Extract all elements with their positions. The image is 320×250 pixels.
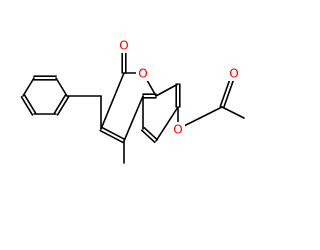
c3-c4-double-bond-second-line bbox=[101, 126, 126, 141]
ketone-oxygen-label: O bbox=[229, 67, 238, 81]
carbonyl-oxygen-atom: O bbox=[117, 38, 131, 53]
phenyl-bond-3 bbox=[23, 94, 37, 114]
ring-oxygen-label: O bbox=[138, 67, 147, 81]
phenyl-bond-4 bbox=[22, 77, 35, 97]
c3-c4-double-bond bbox=[99, 129, 124, 144]
carbonyl-oxygen-label: O bbox=[119, 39, 128, 53]
ch2-ketone-bond bbox=[199, 106, 223, 119]
ketone-oxygen-atom: O bbox=[227, 66, 241, 81]
phenyl-bond-6 bbox=[55, 77, 68, 97]
c4-c4a-bond bbox=[123, 95, 144, 142]
phenyl-bond-3-second-line bbox=[20, 96, 34, 116]
ether-oxygen-label: O bbox=[173, 123, 182, 137]
c7-c6-bond bbox=[155, 106, 179, 142]
ether-oxygen-atom: O bbox=[171, 122, 185, 137]
c8a-c8-bond bbox=[155, 83, 179, 97]
acetyl-methyl-bond bbox=[221, 106, 245, 119]
phenyl-bond-1-second-line bbox=[56, 96, 70, 116]
atom-labels: O O O O bbox=[117, 38, 241, 137]
c6-c5-bond-second-line bbox=[140, 129, 156, 144]
chemical-structure-diagram: O O O O bbox=[20, 38, 245, 164]
c6-c5-bond bbox=[143, 126, 159, 141]
bond-lines bbox=[20, 44, 245, 164]
phenyl-bond-1 bbox=[53, 94, 67, 114]
c2-c3-bond bbox=[100, 72, 125, 130]
ring-oxygen-atom: O bbox=[136, 66, 150, 81]
